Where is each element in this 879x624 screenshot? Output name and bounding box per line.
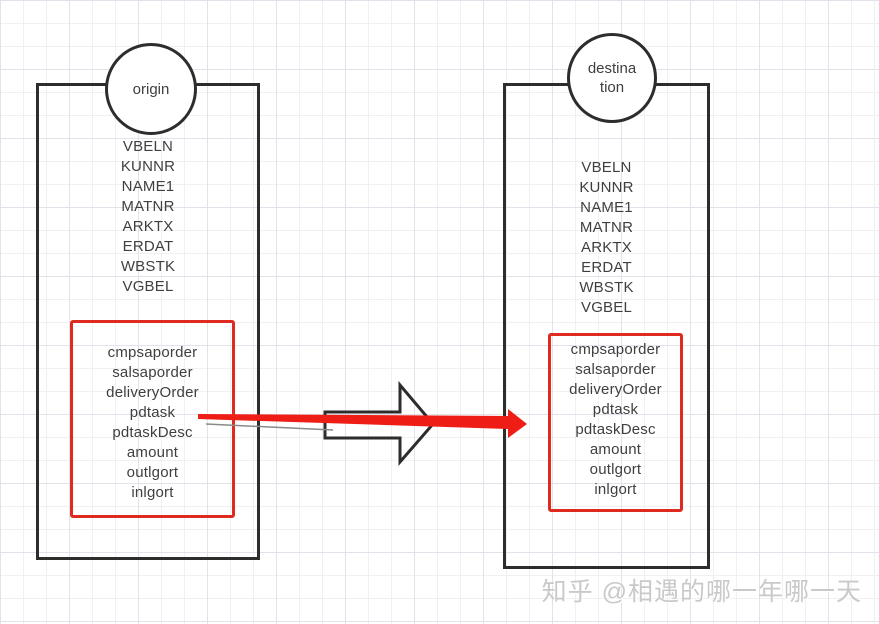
- field-item: ERDAT: [122, 238, 174, 255]
- field-item: inlgort: [594, 481, 637, 498]
- field-item: deliveryOrder: [106, 384, 199, 401]
- field-item: ARKTX: [122, 218, 174, 235]
- origin-label-circle: origin: [105, 43, 197, 135]
- destination-highlighted-field-list: cmpsaporder salsaporder deliveryOrder pdtas…: [551, 336, 680, 500]
- field-item: ARKTX: [580, 239, 632, 256]
- field-item: cmpsaporder: [570, 341, 661, 358]
- field-item: outlgort: [126, 464, 179, 481]
- field-item: salsaporder: [575, 361, 656, 378]
- watermark: 知乎 @相遇的哪一年哪一天: [541, 578, 862, 606]
- origin-highlighted-field-list: cmpsaporder salsaporder deliveryOrder pdtas…: [73, 323, 232, 503]
- origin-highlight-box: cmpsaporder salsaporder deliveryOrder pdtas…: [70, 320, 235, 518]
- field-item: WBSTK: [120, 258, 176, 275]
- field-item: WBSTK: [579, 279, 634, 296]
- field-item: VGBEL: [580, 299, 633, 316]
- destination-label-line2: tion: [599, 79, 625, 96]
- destination-label-line1: destina: [587, 60, 637, 77]
- field-item: ERDAT: [581, 259, 632, 276]
- origin-label: origin: [132, 80, 170, 98]
- field-item: MATNR: [579, 219, 634, 236]
- field-item: NAME1: [121, 178, 175, 195]
- destination-highlight-box: cmpsaporder salsaporder deliveryOrder pdtas…: [548, 333, 683, 512]
- field-item: pdtask: [129, 404, 176, 421]
- field-item: amount: [126, 444, 179, 461]
- field-item: pdtaskDesc: [112, 424, 193, 441]
- field-item: cmpsaporder: [107, 344, 198, 361]
- field-item: VGBEL: [122, 278, 174, 295]
- destination-label-circle: destina tion: [567, 33, 657, 123]
- field-item: inlgort: [131, 484, 174, 501]
- field-item: MATNR: [121, 198, 175, 215]
- field-item: KUNNR: [579, 179, 634, 196]
- field-item: pdtask: [592, 401, 639, 418]
- field-item: amount: [589, 441, 642, 458]
- field-item: VBELN: [581, 159, 632, 176]
- block-arrow-icon: [323, 380, 435, 467]
- field-item: deliveryOrder: [569, 381, 662, 398]
- field-item: outlgort: [589, 461, 642, 478]
- field-item: salsaporder: [112, 364, 193, 381]
- field-item: NAME1: [580, 199, 633, 216]
- field-item: VBELN: [122, 138, 174, 155]
- field-item: KUNNR: [120, 158, 176, 175]
- field-item: pdtaskDesc: [575, 421, 656, 438]
